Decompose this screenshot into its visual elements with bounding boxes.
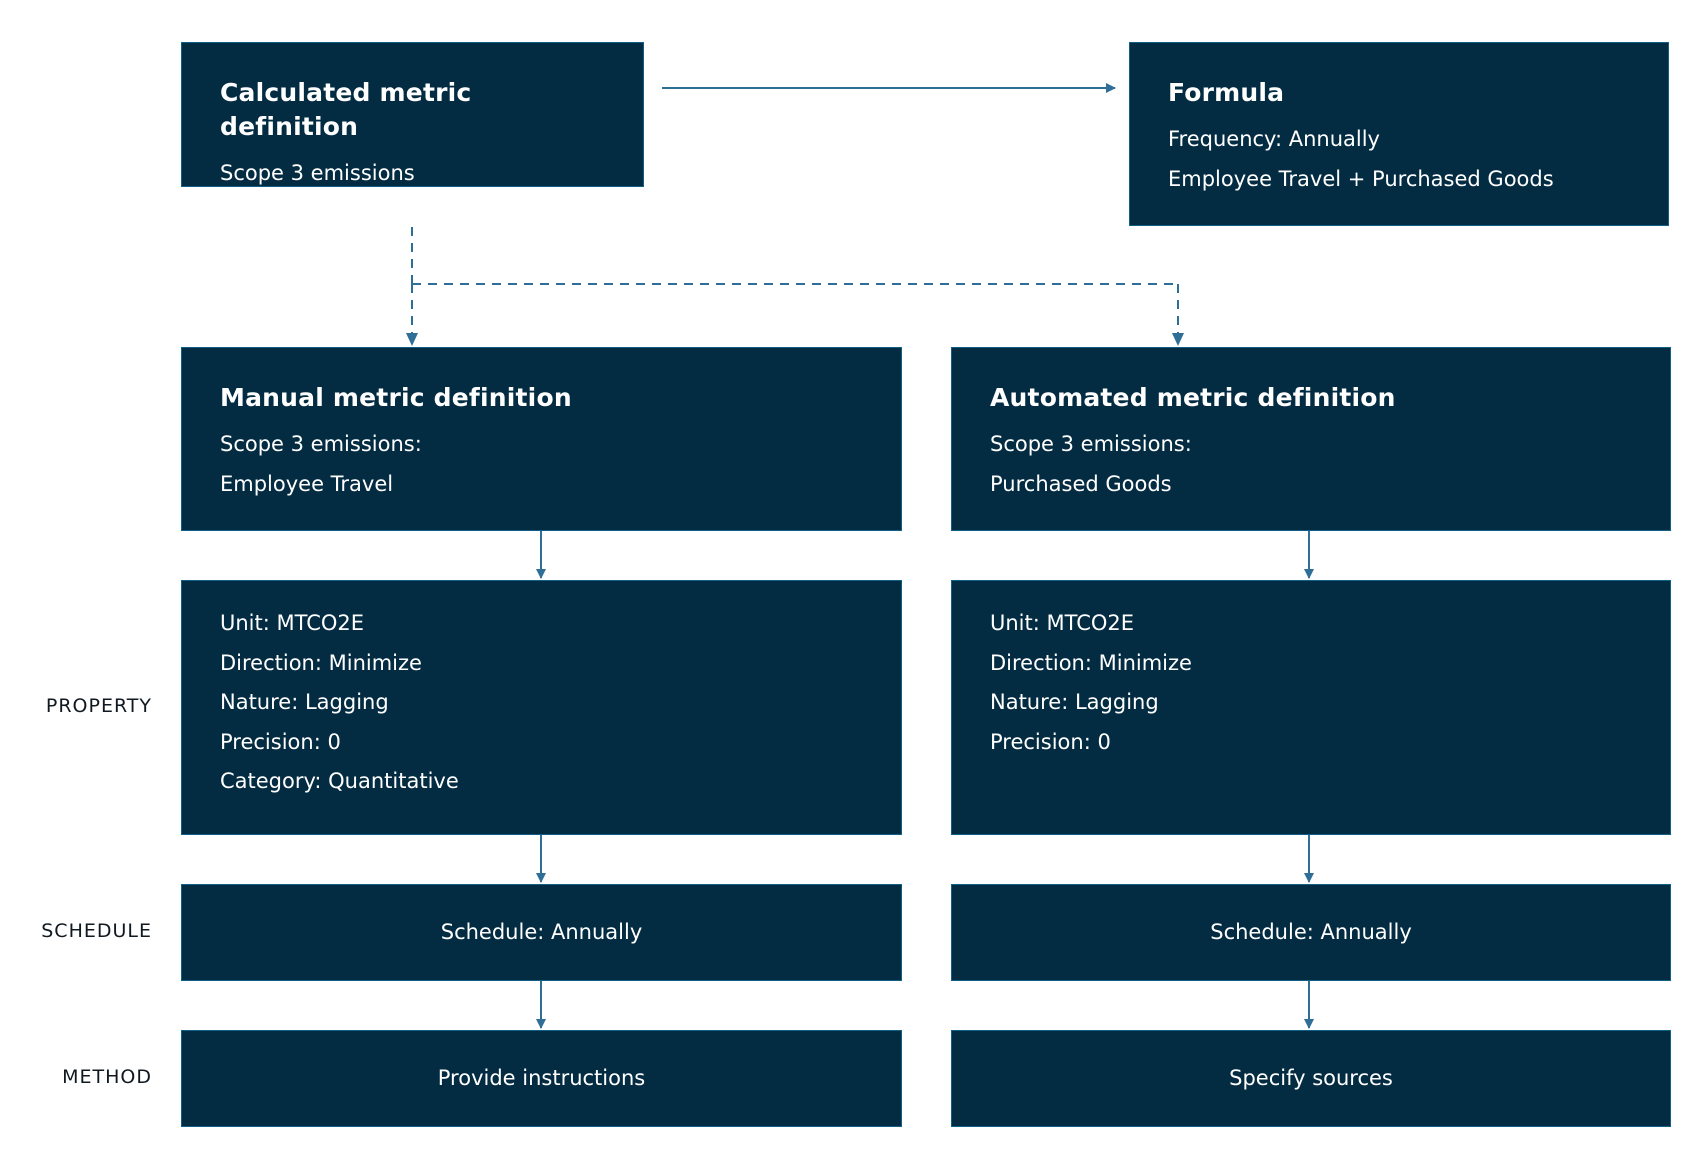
dashed-branch-connector (411, 227, 1179, 337)
row-label-method: METHOD (62, 1066, 152, 1088)
calculated-metric-subtitle: Scope 3 emissions (220, 161, 415, 185)
automated-metric-title: Automated metric definition (990, 383, 1396, 412)
manual-method-box: Provide instructions (181, 1030, 902, 1127)
dashed-arrowhead-automated (1172, 333, 1184, 346)
automated-property-direction: Direction: Minimize (990, 650, 1192, 675)
manual-metric-line-2: Employee Travel (220, 471, 394, 496)
row-label-property: PROPERTY (45, 695, 152, 717)
automated-schedule-text: Schedule: Annually (1210, 920, 1412, 944)
automated-schedule-box: Schedule: Annually (951, 884, 1671, 981)
automated-method-box: Specify sources (951, 1030, 1671, 1127)
formula-frequency: Frequency: Annually (1168, 127, 1380, 151)
manual-property-category: Category: Quantitative (220, 769, 459, 793)
automated-properties-box: Unit: MTCO2E Direction: Minimize Nature:… (951, 580, 1671, 835)
formula-title: Formula (1168, 78, 1285, 107)
manual-properties-box: Unit: MTCO2E Direction: Minimize Nature:… (181, 580, 902, 835)
automated-metric-line-2: Purchased Goods (990, 471, 1172, 496)
automated-property-precision: Precision: 0 (990, 729, 1111, 754)
manual-property-direction: Direction: Minimize (220, 650, 422, 675)
automated-metric-line-1: Scope 3 emissions: (990, 432, 1192, 456)
manual-property-unit: Unit: MTCO2E (220, 611, 365, 635)
manual-schedule-box: Schedule: Annually (181, 884, 902, 981)
formula-box: Formula Frequency: Annually Employee Tra… (1129, 42, 1669, 226)
row-label-schedule: SCHEDULE (41, 920, 152, 942)
calculated-metric-title: Calculated metric definition (220, 78, 472, 141)
dashed-arrowhead-manual (406, 333, 418, 346)
automated-property-nature: Nature: Lagging (990, 690, 1159, 714)
manual-metric-box: Manual metric definition Scope 3 emissio… (181, 347, 902, 531)
manual-metric-title: Manual metric definition (220, 383, 572, 412)
automated-method-text: Specify sources (1229, 1066, 1393, 1090)
formula-expression: Employee Travel + Purchased Goods (1168, 166, 1554, 191)
manual-property-precision: Precision: 0 (220, 729, 341, 754)
manual-method-text: Provide instructions (437, 1066, 646, 1090)
manual-metric-line-1: Scope 3 emissions: (220, 432, 422, 456)
automated-metric-box: Automated metric definition Scope 3 emis… (951, 347, 1671, 531)
manual-property-nature: Nature: Lagging (220, 690, 389, 714)
automated-property-unit: Unit: MTCO2E (990, 611, 1135, 635)
calculated-metric-box: Calculated metric definition Scope 3 emi… (181, 42, 644, 187)
manual-schedule-text: Schedule: Annually (440, 920, 643, 944)
